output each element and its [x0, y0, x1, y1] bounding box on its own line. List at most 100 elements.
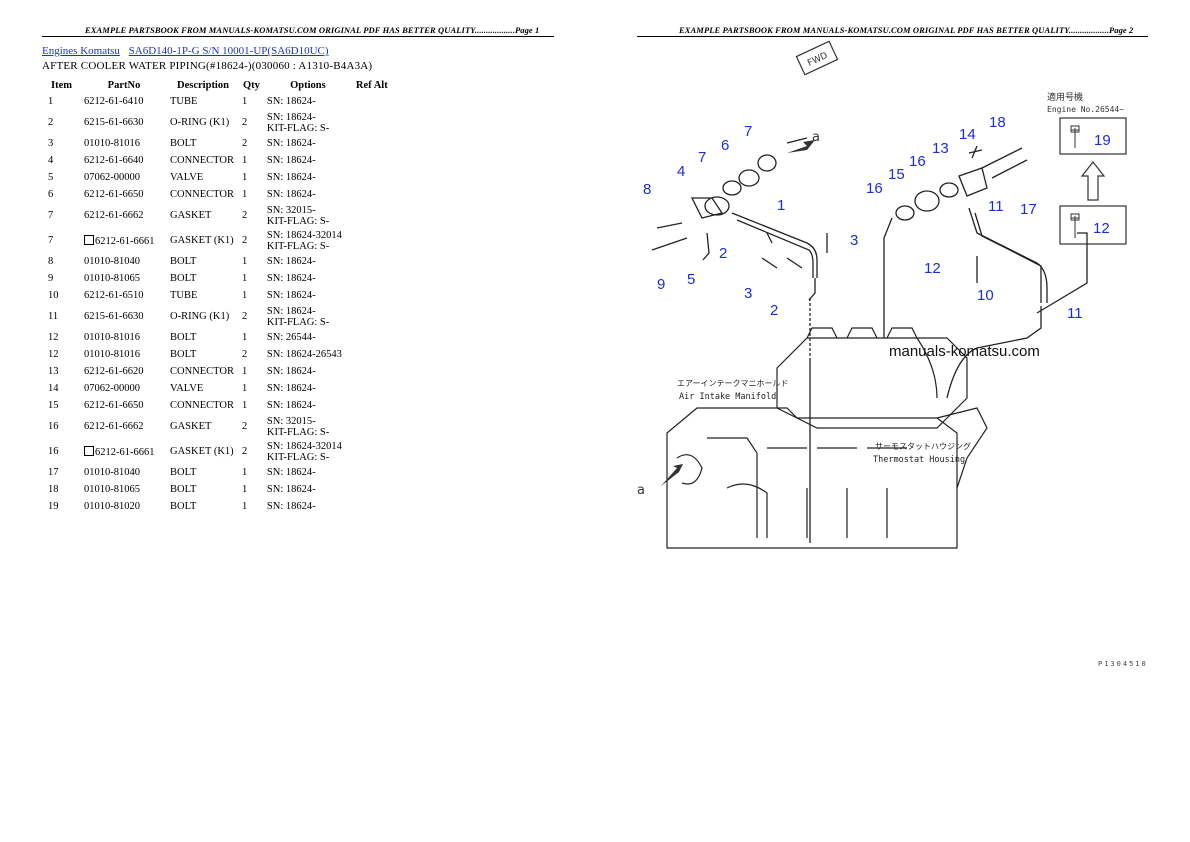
fwd-plate: FWD — [795, 40, 839, 76]
callout-9: 9 — [657, 276, 665, 293]
item-cell: 8 — [48, 256, 54, 267]
options-cell: SN: 18624- — [264, 253, 352, 270]
qty-cell: 1 — [242, 155, 248, 166]
qty-cell: 1 — [242, 290, 248, 301]
qty-cell: 1 — [242, 256, 248, 267]
air-intake-label-jp: エアーインテークマニホールド — [677, 379, 789, 388]
description-cell: CONNECTOR — [170, 366, 234, 377]
description-cell: O-RING (K1) — [170, 117, 230, 128]
options-cell: SN: 18624- — [264, 397, 352, 414]
ref-alt-cell — [352, 169, 392, 186]
ref-alt-cell — [352, 481, 392, 498]
model-link[interactable]: SA6D140-1P-G S/N 10001-UP(SA6D10UC) — [128, 45, 329, 57]
callout-4: 4 — [677, 163, 685, 180]
qty-cell: 1 — [242, 467, 248, 478]
options-cell: SN: 18624-KIT-FLAG: S- — [264, 304, 352, 329]
partno-cell: 01010-81016 — [84, 138, 140, 149]
options-line: SN: 18624- — [266, 484, 316, 495]
qty-cell: 1 — [242, 383, 248, 394]
callout-11: 11 — [1067, 305, 1083, 322]
qty-cell: 1 — [242, 501, 248, 512]
thermostat-label: Thermostat Housing — [873, 455, 965, 465]
options-cell: SN: 18624- — [264, 186, 352, 203]
item-cell: 19 — [48, 501, 59, 512]
qty-cell: 1 — [242, 273, 248, 284]
options-line: SN: 32015- — [266, 204, 316, 216]
ref-alt-cell — [352, 414, 392, 439]
options-cell: SN: 26544- — [264, 329, 352, 346]
engines-komatsu-link[interactable]: Engines Komatsu — [42, 45, 120, 57]
options-line: KIT-FLAG: S- — [266, 316, 330, 328]
item-cell: 11 — [48, 311, 59, 322]
options-cell: SN: 32015-KIT-FLAG: S- — [264, 203, 352, 228]
options-cell: SN: 18624- — [264, 169, 352, 186]
fwd-label: FWD — [806, 51, 829, 69]
ref-alt-cell — [352, 346, 392, 363]
description-cell: GASKET (K1) — [170, 446, 234, 457]
callout-3: 3 — [850, 232, 858, 249]
qty-cell: 1 — [242, 189, 248, 200]
callout-16: 16 — [866, 180, 883, 197]
options-line: SN: 18624- — [266, 290, 316, 301]
options-line: SN: 18624- — [266, 138, 316, 149]
description-cell: TUBE — [170, 96, 198, 107]
ref-alt-cell — [352, 363, 392, 380]
qty-cell: 1 — [242, 400, 248, 411]
ref-alt-cell — [352, 439, 392, 464]
options-line: KIT-FLAG: S- — [266, 426, 330, 438]
ref-alt-cell — [352, 464, 392, 481]
options-line: SN: 18624- — [266, 256, 316, 267]
callout-labels: 1 2 2 3 3 4 5 6 7 7 8 9 10 11 11 12 12 1… — [643, 114, 1111, 322]
ref-alt-cell — [352, 380, 392, 397]
description-cell: VALVE — [170, 383, 204, 394]
item-cell: 16 — [48, 446, 59, 457]
item-cell: 12 — [48, 349, 59, 360]
col-item: Item — [51, 79, 72, 91]
ref-alt-cell — [352, 253, 392, 270]
item-cell: 4 — [48, 155, 54, 166]
callout-5: 5 — [687, 271, 695, 288]
breadcrumb: Engines Komatsu SA6D140-1P-G S/N 10001-U… — [42, 45, 335, 57]
options-cell: SN: 18624- — [264, 380, 352, 397]
options-line: SN: 18624- — [266, 273, 316, 284]
ref-alt-cell — [352, 93, 392, 110]
page-header-right: EXAMPLE PARTSBOOK FROM MANUALS-KOMATSU.C… — [679, 25, 1134, 35]
callout-6: 6 — [721, 137, 729, 154]
partno-cell: 6212-61-6661 — [81, 228, 167, 253]
col-qty: Qty — [243, 79, 260, 91]
ref-alt-cell — [352, 186, 392, 203]
table-header-row: Item PartNo Description Qty Options Ref … — [42, 77, 392, 93]
item-cell: 13 — [48, 366, 59, 377]
options-line: KIT-FLAG: S- — [266, 451, 330, 463]
engine-number-inset: 適用号機 Engine No.26544~ — [1047, 91, 1127, 245]
arrow-label-a: a — [637, 483, 645, 498]
ref-alt-cell — [352, 110, 392, 135]
partno-cell: 6215-61-6630 — [84, 311, 144, 322]
options-line: KIT-FLAG: S- — [266, 215, 330, 227]
callout-7: 7 — [744, 123, 752, 140]
partno-cell: 6212-61-6620 — [84, 366, 144, 377]
partno-cell: 07062-00000 — [84, 172, 140, 183]
callout-8: 8 — [643, 181, 651, 198]
description-cell: CONNECTOR — [170, 155, 234, 166]
options-line: SN: 18624-32014 — [266, 229, 342, 241]
ref-alt-cell — [352, 203, 392, 228]
qty-cell: 2 — [242, 117, 248, 128]
description-cell: CONNECTOR — [170, 400, 234, 411]
ref-alt-cell — [352, 228, 392, 253]
partno-cell: 01010-81040 — [84, 256, 140, 267]
description-cell: VALVE — [170, 172, 204, 183]
description-cell: BOLT — [170, 467, 197, 478]
